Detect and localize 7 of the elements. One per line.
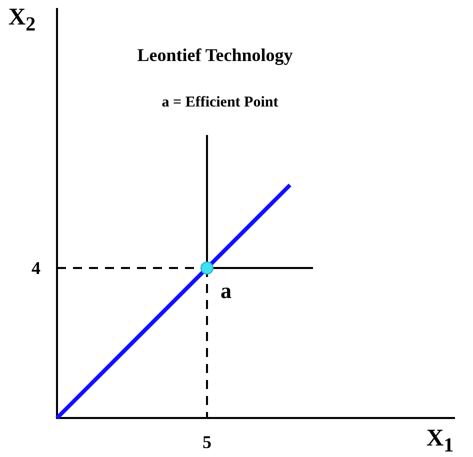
tick-label: 5 <box>202 433 212 451</box>
title: Leontief Technology <box>137 46 293 64</box>
tick-label: 4 <box>32 259 40 277</box>
point-label: a <box>220 280 232 302</box>
axis-title: X$_{2}$ <box>8 6 36 34</box>
annotation: a = Efficient Point <box>162 96 278 110</box>
axis-title: X$_{1}$ <box>426 426 454 456</box>
